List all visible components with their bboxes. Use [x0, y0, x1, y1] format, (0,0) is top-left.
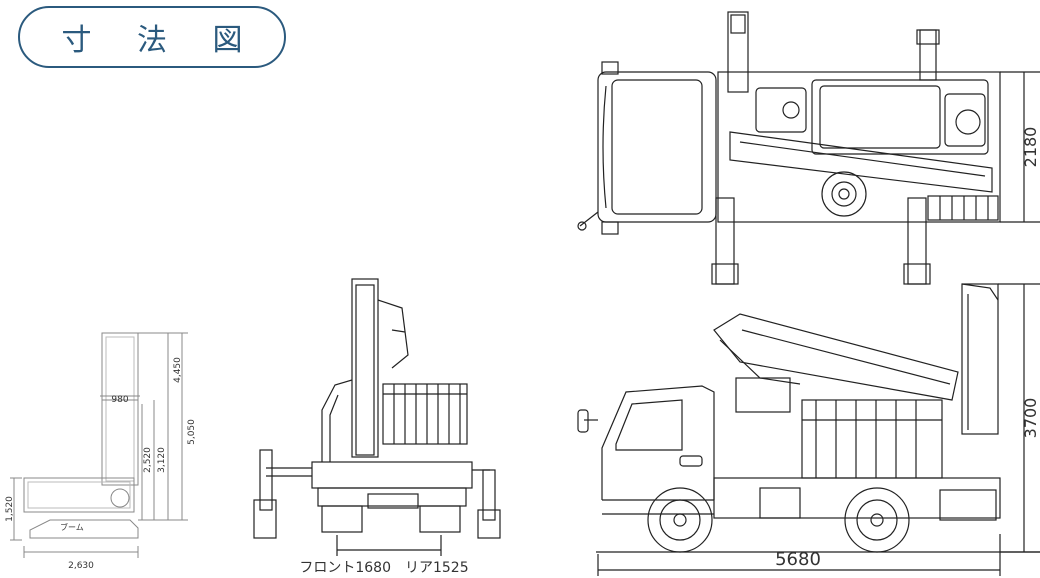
page-title: 寸 法 図 — [61, 23, 261, 58]
reach-dim-b: 3,120 — [157, 447, 167, 473]
top-view — [577, 11, 1040, 285]
side-view — [577, 283, 1040, 576]
reach-dim-d: 5,050 — [187, 419, 197, 445]
boom-label: ブーム — [60, 522, 84, 532]
title-badge: 寸 法 図 — [18, 6, 286, 68]
side-height-label: 3700 — [1021, 398, 1040, 439]
reach-diagram — [10, 332, 188, 558]
top-width-label: 2180 — [1021, 127, 1040, 168]
reach-dim-a: 2,520 — [143, 447, 153, 473]
reach-height-left: 1,520 — [5, 496, 15, 522]
reach-width-total: 2,630 — [68, 561, 94, 571]
rear-view — [253, 278, 501, 556]
side-length-label: 5680 — [775, 549, 821, 570]
tread-label: フロント1680 リア1525 — [299, 560, 468, 576]
reach-dim-c: 4,450 — [173, 357, 183, 383]
basket-width: 980 — [111, 395, 128, 405]
